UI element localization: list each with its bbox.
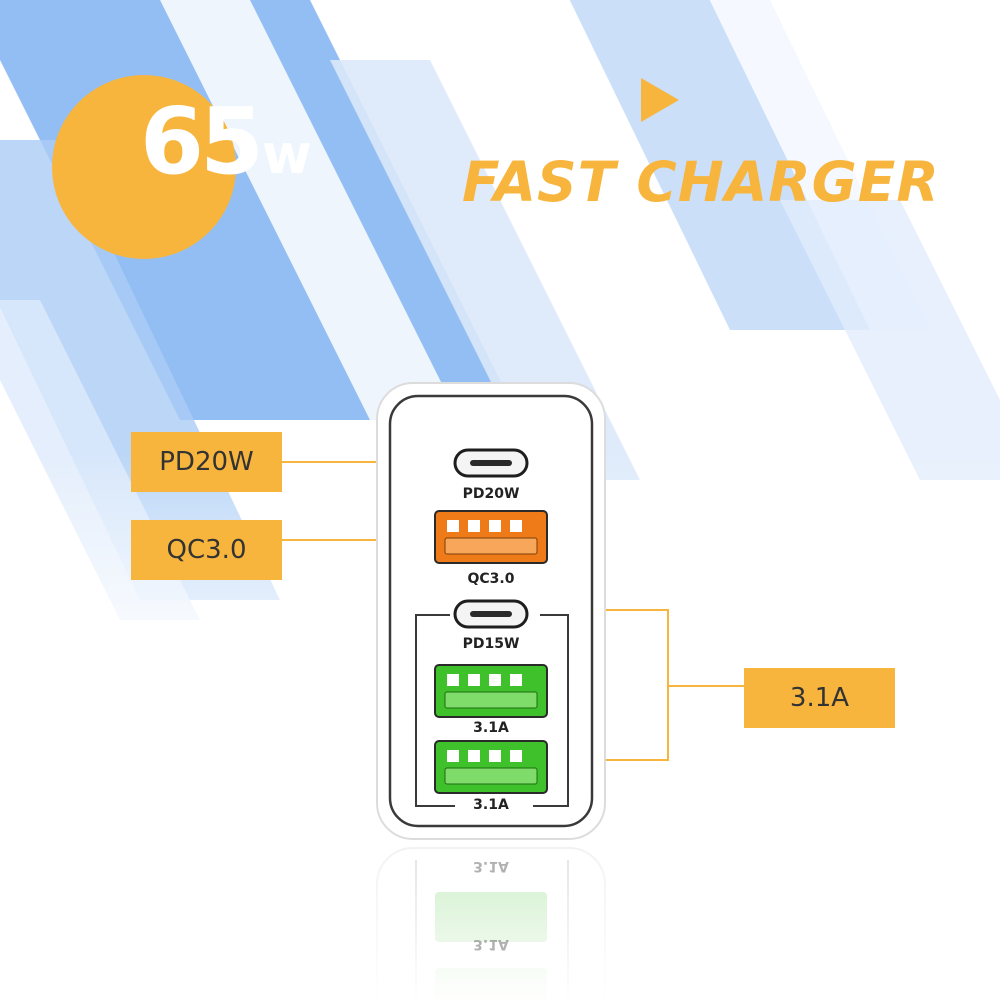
wattage-badge <box>52 75 236 259</box>
port-label-amps-1: 3.1A <box>473 720 509 736</box>
port-label-amps-2: 3.1A <box>473 797 509 813</box>
callout-amps: 3.1A <box>744 668 895 728</box>
wattage-text: 65w <box>140 88 312 195</box>
usb-a-port-qc30 <box>434 510 548 564</box>
wattage-unit: w <box>262 123 312 186</box>
reflection-label-1: 3.1A <box>473 858 509 874</box>
wattage-number: 65 <box>140 88 264 195</box>
port-label-qc30: QC3.0 <box>467 571 515 587</box>
port-group-outline <box>415 614 569 807</box>
reflection-label-2: 3.1A <box>473 936 509 952</box>
port-label-pd20w: PD20W <box>462 486 520 502</box>
callout-pd20w: PD20W <box>131 432 282 492</box>
callout-qc30: QC3.0 <box>131 520 282 580</box>
charger-face-outline <box>388 394 594 828</box>
usb-a-port-green-1 <box>434 664 548 718</box>
port-label-pd15w: PD15W <box>462 636 520 652</box>
headline-title: FAST CHARGER <box>462 150 940 214</box>
play-arrow-icon <box>641 78 679 122</box>
usb-a-port-green-2 <box>434 740 548 794</box>
